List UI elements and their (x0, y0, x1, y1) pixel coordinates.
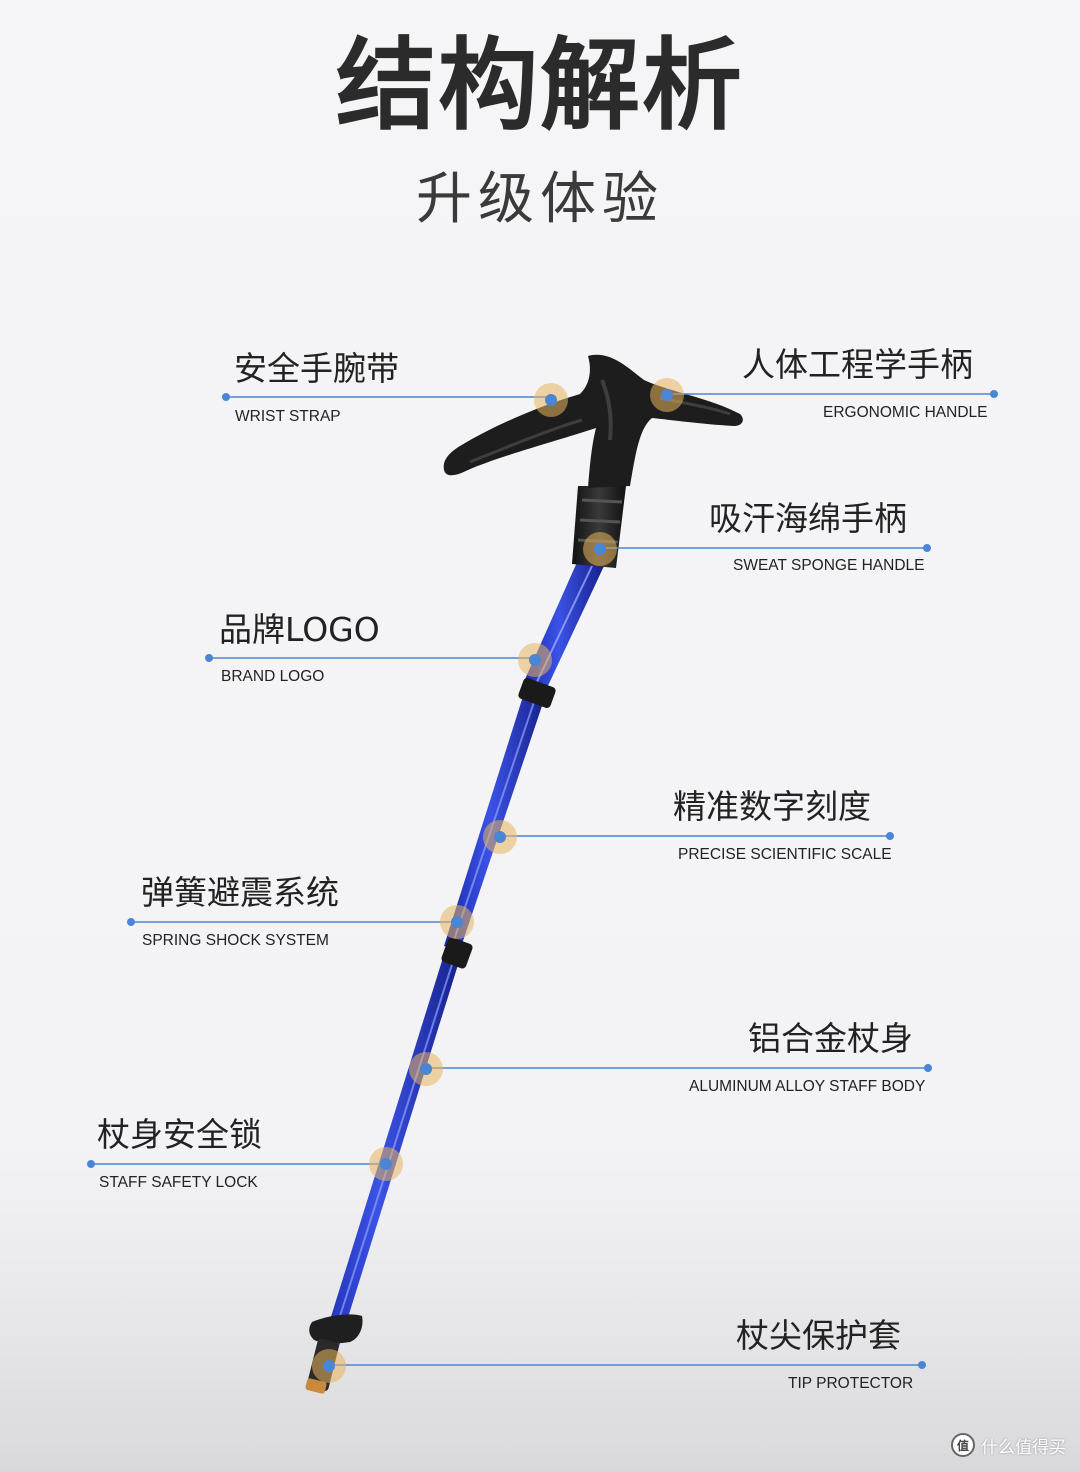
highlight-dot (545, 394, 557, 406)
feature-label-cn: 人体工程学手柄 (742, 345, 973, 384)
feature-label-cn: 杖身安全锁 (97, 1115, 262, 1154)
callout-end-dot (886, 832, 894, 840)
highlight-dot (494, 831, 506, 843)
callout-end-dot (990, 390, 998, 398)
feature-label-cn: 吸汗海绵手柄 (709, 499, 907, 538)
callout-end-dot (923, 544, 931, 552)
callout-end-dot (222, 393, 230, 401)
ergonomic-t-handle (443, 354, 743, 488)
watermark-logo-icon: 值 (951, 1433, 975, 1457)
feature-label-cn: 弹簧避震系统 (141, 873, 339, 912)
feature-label-cn: 安全手腕带 (234, 349, 399, 388)
highlight-dot (529, 654, 541, 666)
feature-label-en: BRAND LOGO (221, 668, 325, 685)
callout-end-dot (205, 654, 213, 662)
feature-label-en: SPRING SHOCK SYSTEM (142, 932, 329, 949)
feature-label-en: TIP PROTECTOR (788, 1375, 914, 1392)
callout-end-dot (127, 918, 135, 926)
feature-label-cn: 铝合金杖身 (748, 1019, 913, 1058)
highlight-dot (420, 1063, 432, 1075)
feature-label-cn: 杖尖保护套 (736, 1316, 901, 1355)
feature-label-en: ERGONOMIC HANDLE (823, 404, 988, 421)
feature-label-en: WRIST STRAP (235, 408, 341, 425)
highlight-dot (661, 389, 673, 401)
callout-end-dot (87, 1160, 95, 1168)
feature-label-en: ALUMINUM ALLOY STAFF BODY (689, 1078, 926, 1095)
callout-end-dot (924, 1064, 932, 1072)
feature-label-en: STAFF SAFETY LOCK (99, 1174, 258, 1191)
highlight-dot (451, 916, 463, 928)
highlight-dot (380, 1158, 392, 1170)
feature-label-en: PRECISE SCIENTIFIC SCALE (678, 846, 892, 863)
page-title: 结构解析 (336, 27, 744, 144)
watermark-text: 什么值得买 (981, 1437, 1066, 1458)
feature-callouts (87, 378, 998, 1383)
safety-lock-collars (441, 677, 556, 969)
feature-label-cn: 精准数字刻度 (673, 787, 871, 826)
feature-label-cn: 品牌LOGO (219, 610, 380, 649)
site-watermark: 值 什么值得买 (951, 1430, 1066, 1460)
pole-shaft (310, 560, 604, 1388)
highlight-dot (594, 543, 606, 555)
feature-label-en: SWEAT SPONGE HANDLE (733, 557, 925, 574)
page-subtitle: 升级体验 (416, 167, 664, 232)
callout-end-dot (918, 1361, 926, 1369)
highlight-dot (323, 1360, 335, 1372)
